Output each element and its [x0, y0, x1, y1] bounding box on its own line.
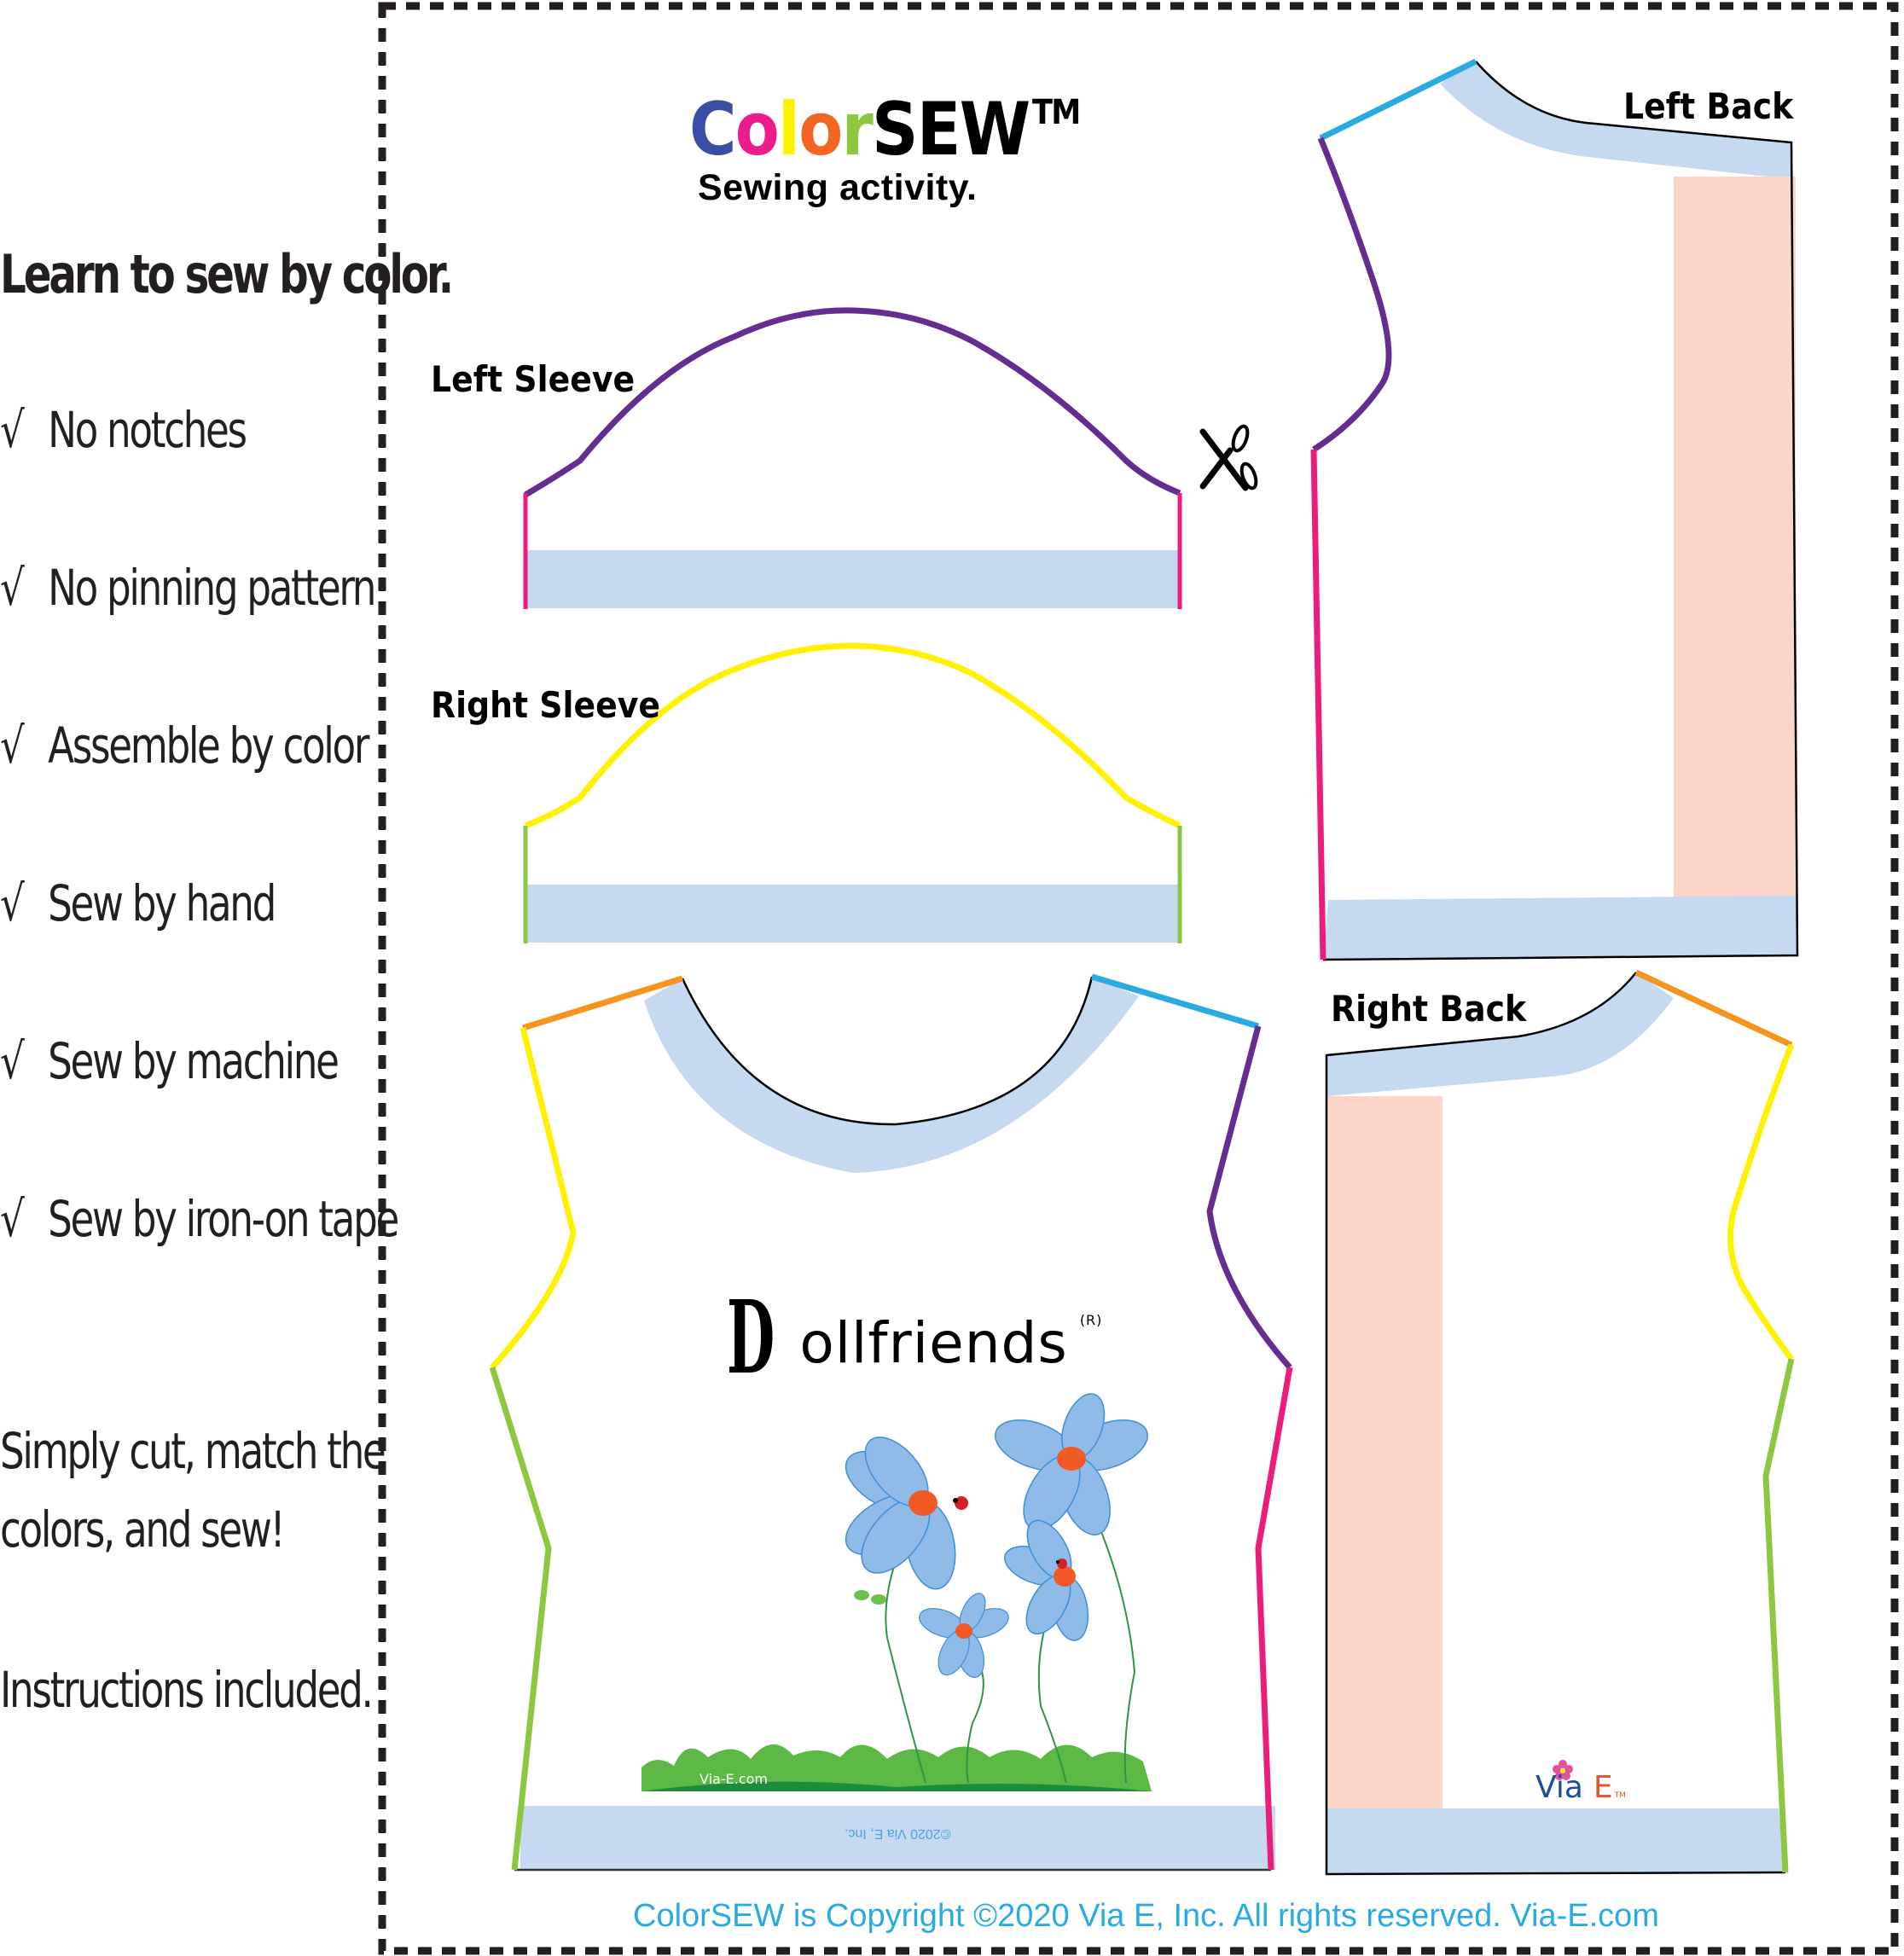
- via-e-logo-via: Via: [1535, 1770, 1583, 1805]
- logo-letter: r: [841, 87, 873, 172]
- scissors-icon: [1199, 424, 1258, 491]
- logo-subtitle: Sewing activity.: [698, 167, 978, 208]
- colorsew-logo: ColorSEWTM: [689, 87, 1081, 172]
- feature-label: No notches: [48, 401, 247, 459]
- side-seam: [1310, 449, 1326, 961]
- hem-facing: [520, 1806, 1275, 1870]
- neck-facing: [1326, 972, 1674, 1096]
- grass-website-text: Via-E.com: [699, 1771, 768, 1787]
- side-seam: [1762, 1358, 1795, 1873]
- grass: [641, 1744, 1152, 1791]
- right-back-piece[interactable]: [1325, 969, 1795, 1876]
- armhole-seam: [1727, 1043, 1795, 1361]
- back-neckline-edge: [1322, 61, 1799, 961]
- leaf: [854, 1590, 886, 1605]
- sleeve-cap-seam: [524, 642, 1181, 829]
- instructions-note: Instructions included.: [0, 1661, 374, 1719]
- shoulder-seam: [1634, 969, 1793, 1048]
- feature-label: No pinning pattern: [48, 559, 376, 617]
- left-back-piece[interactable]: [1310, 58, 1799, 961]
- check-icon: √: [0, 874, 25, 932]
- right-back-label: Right Back: [1331, 988, 1527, 1030]
- shoulder-seam: [1319, 58, 1477, 142]
- flower: [995, 1393, 1148, 1535]
- armhole-seam-left: [490, 1027, 577, 1370]
- logo-letter: o: [798, 87, 843, 172]
- back-placket-facing: [1326, 1096, 1443, 1808]
- back-neckline-edge: [1325, 972, 1786, 1876]
- side-seam-left: [489, 1366, 552, 1871]
- tagline-line: Simply cut, match the: [0, 1422, 386, 1480]
- registered-mark: (R): [1079, 1312, 1103, 1328]
- right-sleeve-label: Right Sleeve: [431, 684, 661, 726]
- check-icon: √: [0, 1032, 25, 1090]
- flower-artwork: [641, 1393, 1152, 1791]
- check-icon: √: [0, 559, 25, 617]
- sleeve-hem-facing: [525, 550, 1179, 608]
- feature-item: √ No notches: [0, 401, 247, 459]
- dollfriends-wordmark: ollfriends: [799, 1310, 1068, 1376]
- sleeve-hem-facing: [525, 885, 1179, 943]
- hem-facing: [1323, 896, 1797, 960]
- sleeve-cap-seam: [524, 307, 1181, 498]
- tagline-line: colors, and sew!: [0, 1500, 286, 1558]
- ladybug: [953, 1496, 968, 1510]
- via-e-flower-icon: [1553, 1760, 1573, 1780]
- side-heading: Learn to sew by color.: [0, 243, 454, 305]
- hem-copyright-upside-down: ©2020 Via E, Inc.: [845, 1826, 951, 1841]
- feature-item: √ Sew by iron-on tape: [0, 1190, 399, 1248]
- via-e-logo-e: E: [1593, 1770, 1613, 1805]
- logo-letter: SEW: [872, 87, 1030, 172]
- flower: [1004, 1519, 1089, 1641]
- feature-label: Sew by hand: [48, 874, 276, 932]
- neck-facing: [644, 977, 1139, 1173]
- neck-facing: [1440, 61, 1791, 179]
- shoulder-seam-left: [521, 975, 684, 1031]
- armhole-seam: [1312, 136, 1392, 452]
- logo-letter: l: [778, 87, 800, 172]
- logo-letter: C: [689, 87, 737, 172]
- armhole-seam-right: [1206, 1025, 1292, 1370]
- feature-label: Sew by iron-on tape: [48, 1190, 399, 1248]
- check-icon: √: [0, 717, 25, 775]
- cut-border: [378, 2, 1899, 1955]
- via-e-logo-tm: TM: [1614, 1791, 1626, 1800]
- back-placket-facing: [1674, 177, 1796, 898]
- flower: [845, 1437, 956, 1590]
- front-piece[interactable]: [489, 973, 1573, 1872]
- tagline-paragraph: Simply cut, match the colors, and sew!: [0, 1412, 386, 1569]
- left-back-label: Left Back: [1623, 85, 1794, 127]
- shoulder-seam-right: [1091, 973, 1259, 1030]
- hem-facing: [1326, 1808, 1785, 1874]
- feature-label: Sew by machine: [48, 1032, 340, 1090]
- ladybug: [1056, 1558, 1067, 1569]
- left-sleeve-label: Left Sleeve: [431, 358, 636, 400]
- feature-item: √ No pinning pattern: [0, 559, 376, 617]
- feature-item: √ Sew by machine: [0, 1032, 340, 1090]
- grass-dark: [641, 1781, 1152, 1791]
- right-sleeve-piece[interactable]: [523, 642, 1182, 943]
- flower: [919, 1593, 1009, 1678]
- left-sleeve-piece[interactable]: [523, 307, 1182, 609]
- copyright-footer: ColorSEW is Copyright ©2020 Via E, Inc. …: [633, 1898, 1659, 1934]
- trademark: TM: [1031, 93, 1081, 132]
- feature-label: Assemble by color: [48, 717, 369, 775]
- feature-item: √ Assemble by color: [0, 717, 369, 775]
- check-icon: √: [0, 1190, 25, 1248]
- side-seam-right: [1255, 1367, 1293, 1871]
- neckline-edge: [681, 976, 1094, 1126]
- dollfriends-initial: D: [727, 1278, 775, 1396]
- feature-item: √ Sew by hand: [0, 874, 276, 932]
- check-icon: √: [0, 401, 25, 459]
- logo-letter: o: [734, 87, 780, 172]
